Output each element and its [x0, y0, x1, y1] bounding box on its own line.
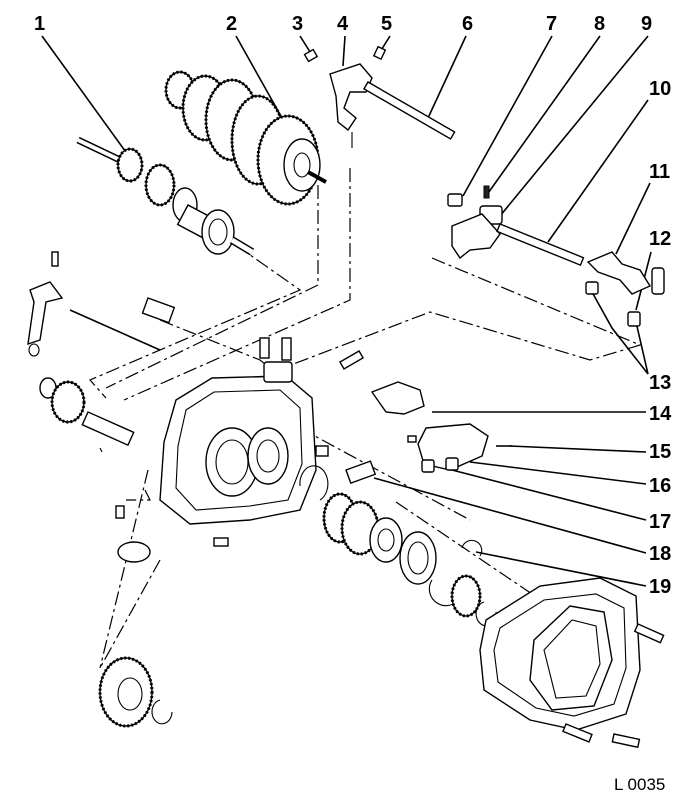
leader-19 — [475, 551, 647, 587]
callout-7: 7 — [546, 13, 557, 35]
shift-linkage — [585, 251, 665, 327]
input-shaft — [76, 136, 255, 256]
leader-4 — [342, 35, 346, 67]
callout-5: 5 — [381, 13, 392, 35]
centerline-reverse-gear — [99, 469, 149, 669]
centerline-bolt — [126, 489, 151, 501]
callout-labels: 1 2 3 4 5 6 7 8 9 10 11 12 13 14 15 16 1… — [34, 13, 672, 598]
callout-3: 3 — [292, 13, 303, 35]
main-gear-cluster — [164, 70, 327, 206]
callout-16: 16 — [649, 475, 671, 497]
leader-1 — [41, 35, 129, 156]
reference-code: L 0035 — [614, 775, 665, 794]
centerline-lower — [99, 559, 161, 669]
leader-16 — [469, 461, 647, 485]
leader-13b — [635, 321, 649, 375]
callout-14: 14 — [649, 403, 672, 425]
centerline-shaft-bearing — [299, 427, 471, 521]
leader-17 — [451, 469, 647, 521]
leader-9 — [499, 35, 649, 217]
leader-7 — [462, 35, 553, 197]
callout-6: 6 — [462, 13, 473, 35]
shift-fork-1 — [303, 45, 456, 148]
left-components — [27, 251, 176, 453]
rear-cover — [479, 577, 665, 749]
centerline-fork-2 — [219, 257, 642, 393]
leader-18 — [373, 477, 647, 554]
callout-10: 10 — [649, 78, 671, 100]
leader-15 — [509, 445, 647, 453]
centerline-fork-1 — [123, 168, 351, 401]
callout-17: 17 — [649, 511, 671, 533]
snap-ring-and-gear — [428, 539, 497, 627]
output-gear-set — [299, 460, 437, 585]
callout-11: 11 — [649, 161, 670, 183]
leader-13a — [591, 291, 649, 375]
callout-2: 2 — [226, 13, 237, 35]
interlock-assembly — [370, 381, 512, 473]
callout-1: 1 — [34, 13, 45, 35]
centerline-mainshaft — [88, 244, 302, 399]
gearbox-housing — [115, 337, 365, 563]
callout-15: 15 — [649, 441, 671, 463]
callout-19: 19 — [649, 576, 671, 598]
callout-8: 8 — [594, 13, 605, 35]
leader-10 — [547, 99, 649, 243]
callout-4: 4 — [337, 13, 349, 35]
callout-9: 9 — [641, 13, 652, 35]
callout-18: 18 — [649, 543, 671, 565]
centerline-geartrain — [105, 185, 319, 389]
leader-8 — [485, 35, 601, 197]
callout-13: 13 — [649, 372, 671, 394]
centerline-detent — [159, 319, 301, 393]
leader-6 — [427, 35, 467, 119]
reverse-gear — [98, 656, 173, 728]
callout-12: 12 — [649, 228, 671, 250]
selector-fork-2 — [447, 185, 585, 267]
leader-11 — [615, 182, 651, 255]
